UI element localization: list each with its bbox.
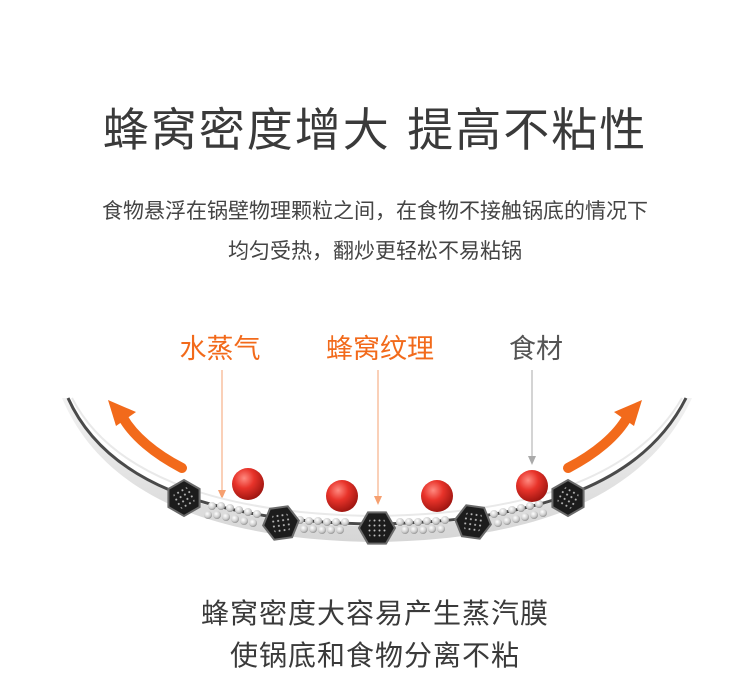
caption-line-2: 使锅底和食物分离不粘	[229, 639, 520, 672]
food-ball-3	[421, 480, 453, 512]
bead-cluster-4	[490, 500, 547, 527]
food-ball-1	[232, 468, 264, 500]
steam-arrow-left	[108, 400, 187, 473]
label-honeycomb: 蜂窝纹理	[326, 334, 434, 365]
description-line-1: 食物悬浮在锅壁物理颗粒之间，在食物不接触锅底的情况下	[102, 199, 648, 223]
honeycomb-hex-1	[167, 478, 201, 518]
food-ball-4	[516, 470, 548, 502]
bead-cluster-3	[396, 516, 449, 534]
honeycomb-hex-3	[357, 511, 397, 545]
honeycomb-hex-4	[454, 504, 492, 540]
bead-cluster-2	[296, 516, 349, 534]
headline: 蜂窝密度增大 提高不粘性	[102, 103, 648, 157]
label-food: 食材	[509, 334, 563, 365]
leader-steam	[218, 370, 226, 499]
description-line-2: 均匀受热，翻炒更轻松不易粘锅	[228, 239, 522, 263]
steam-arrow-right	[563, 400, 642, 473]
honeycomb-hex-5	[551, 478, 585, 518]
leader-food	[528, 370, 536, 465]
bead-cluster-1	[204, 502, 261, 527]
food-ball-2	[326, 480, 358, 512]
caption-line-1: 蜂窝密度大容易产生蒸汽膜	[200, 597, 549, 630]
label-steam: 水蒸气	[180, 334, 261, 365]
leader-honeycomb	[374, 370, 382, 505]
pan-diagram: 水蒸气 蜂窝纹理 食材	[62, 334, 692, 545]
honeycomb-hex-2	[262, 505, 300, 541]
